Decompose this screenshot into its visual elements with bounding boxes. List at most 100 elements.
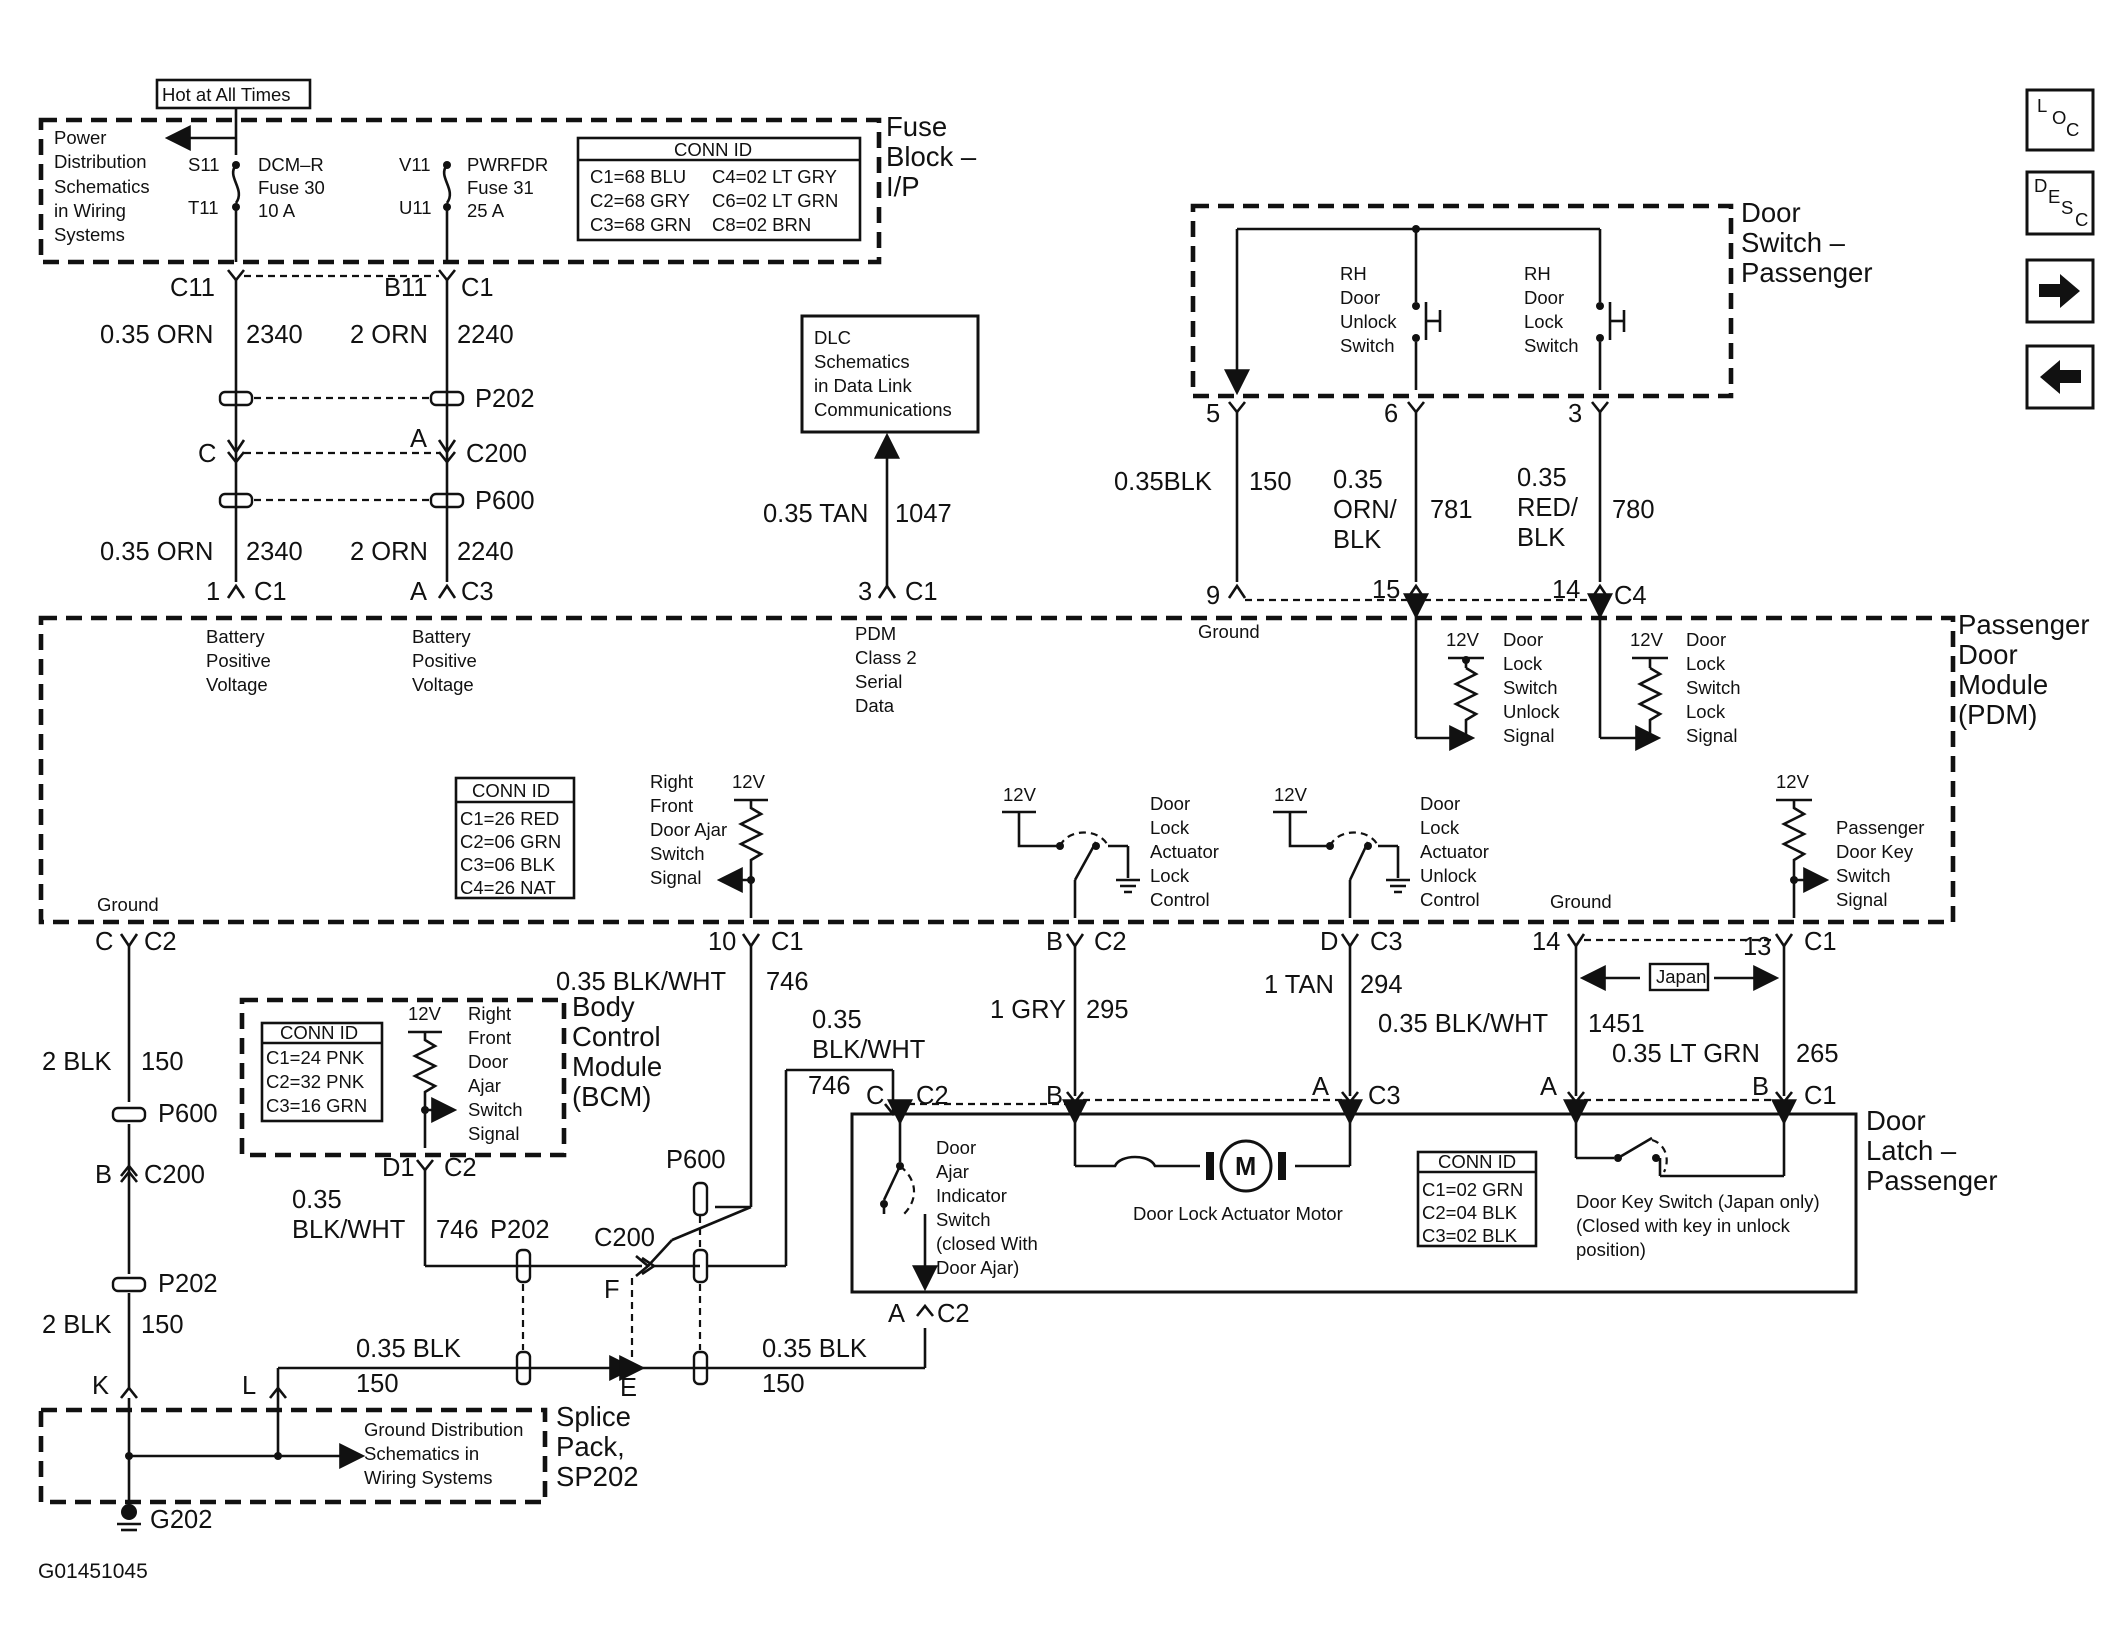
svg-text:C2=32 PNK: C2=32 PNK <box>266 1071 365 1092</box>
svg-text:C1: C1 <box>905 578 938 606</box>
hot-at-all-times-label: Hot at All Times <box>162 84 291 105</box>
svg-text:Module: Module <box>572 1051 662 1082</box>
svg-text:O: O <box>2052 107 2066 128</box>
svg-text:D: D <box>2034 175 2047 196</box>
svg-text:Door: Door <box>1420 793 1460 814</box>
svg-text:Body: Body <box>572 991 635 1022</box>
svg-text:C: C <box>2075 209 2088 230</box>
svg-text:RED/: RED/ <box>1517 494 1579 522</box>
svg-text:Ground: Ground <box>1550 891 1612 912</box>
svg-text:295: 295 <box>1086 996 1129 1024</box>
bcm-and-wire-746: 10 C1 0.35 BLK/WHT 746 Body Control Modu… <box>239 928 925 1360</box>
svg-text:780: 780 <box>1612 496 1655 524</box>
svg-text:C1: C1 <box>1804 928 1837 956</box>
svg-text:C2: C2 <box>1094 928 1127 956</box>
svg-text:C200: C200 <box>466 440 527 468</box>
svg-text:Control: Control <box>1150 889 1210 910</box>
svg-text:Schematics: Schematics <box>814 351 910 372</box>
svg-text:Ajar: Ajar <box>468 1075 501 1096</box>
svg-text:Schematics in: Schematics in <box>364 1443 479 1464</box>
svg-text:L: L <box>242 1372 256 1400</box>
svg-text:Switch: Switch <box>1340 335 1395 356</box>
svg-text:0.35: 0.35 <box>812 1006 862 1034</box>
svg-text:C8=02 BRN: C8=02 BRN <box>712 214 811 235</box>
svg-text:ORN/: ORN/ <box>1333 496 1398 524</box>
svg-text:781: 781 <box>1430 496 1473 524</box>
svg-text:2240: 2240 <box>457 321 514 349</box>
svg-text:Japan: Japan <box>1656 966 1706 987</box>
svg-text:Voltage: Voltage <box>412 674 474 695</box>
svg-text:Voltage: Voltage <box>206 674 268 695</box>
svg-text:A: A <box>410 578 427 606</box>
svg-text:Splice: Splice <box>556 1401 631 1432</box>
svg-text:746: 746 <box>766 968 809 996</box>
svg-text:DLC: DLC <box>814 327 851 348</box>
door-switch-passenger: Door Switch – Passenger RH Door Unlock S… <box>1114 197 1872 610</box>
svg-text:U11: U11 <box>399 197 432 218</box>
svg-text:C3=06 BLK: C3=06 BLK <box>460 854 556 875</box>
svg-text:Door Ajar): Door Ajar) <box>936 1257 1019 1278</box>
svg-text:S11: S11 <box>188 154 220 175</box>
svg-text:294: 294 <box>1360 971 1403 999</box>
svg-text:Signal: Signal <box>1836 889 1887 910</box>
svg-text:CONN ID: CONN ID <box>1438 1151 1516 1172</box>
svg-text:C2: C2 <box>144 928 177 956</box>
svg-text:DCM–R: DCM–R <box>258 154 324 175</box>
passenger-door-module: Passenger Door Module (PDM) Battery Posi… <box>38 593 2089 925</box>
svg-text:C: C <box>95 928 113 956</box>
svg-text:Schematics: Schematics <box>54 176 150 197</box>
desc-button[interactable]: D E S C <box>2025 170 2095 236</box>
svg-text:12V: 12V <box>1630 629 1664 650</box>
svg-text:C3=68 GRN: C3=68 GRN <box>590 214 691 235</box>
ground-150-wires: 0.35 BLK 150 E 0.35 BLK 150 Splice Pack,… <box>38 1328 927 1583</box>
svg-text:K: K <box>92 1372 109 1400</box>
svg-text:Latch –: Latch – <box>1866 1135 1957 1166</box>
svg-text:Module: Module <box>1958 669 2048 700</box>
svg-text:Signal: Signal <box>1686 725 1737 746</box>
left-supply-wires: C11 B11 C1 0.35 ORN 2340 2 ORN 2240 P202… <box>100 269 535 606</box>
dlc-reference: DLC Schematics in Data Link Communicatio… <box>763 314 980 606</box>
svg-text:25 A: 25 A <box>467 200 505 221</box>
svg-text:C: C <box>198 440 216 468</box>
svg-text:C1: C1 <box>254 578 287 606</box>
svg-text:13: 13 <box>1743 933 1771 961</box>
svg-text:Data: Data <box>855 695 895 716</box>
svg-text:Signal: Signal <box>650 867 701 888</box>
next-button[interactable] <box>2025 258 2095 324</box>
svg-text:150: 150 <box>356 1370 399 1398</box>
svg-text:C1=68 BLU: C1=68 BLU <box>590 166 686 187</box>
svg-text:CONN ID: CONN ID <box>280 1022 358 1043</box>
svg-text:0.35 ORN: 0.35 ORN <box>100 321 213 349</box>
motor-icon: M <box>1206 1139 1286 1193</box>
svg-text:Actuator: Actuator <box>1150 841 1219 862</box>
svg-text:2 BLK: 2 BLK <box>42 1048 111 1076</box>
svg-text:Lock: Lock <box>1503 653 1543 674</box>
svg-text:150: 150 <box>141 1311 184 1339</box>
svg-text:10 A: 10 A <box>258 200 296 221</box>
svg-text:5: 5 <box>1206 400 1220 428</box>
svg-text:12V: 12V <box>1003 784 1037 805</box>
svg-text:B: B <box>95 1161 112 1189</box>
svg-text:P600: P600 <box>158 1100 218 1128</box>
loc-button[interactable]: L O C <box>2025 88 2095 152</box>
svg-text:C6=02 LT GRN: C6=02 LT GRN <box>712 190 838 211</box>
svg-text:PWRFDR: PWRFDR <box>467 154 548 175</box>
svg-text:0.35 BLK: 0.35 BLK <box>356 1335 461 1363</box>
svg-text:0.35BLK: 0.35BLK <box>1114 468 1212 496</box>
svg-text:Front: Front <box>650 795 693 816</box>
svg-text:P202: P202 <box>158 1270 218 1298</box>
svg-text:RH: RH <box>1340 263 1367 284</box>
pdm-conn-id: CONN ID C1=26 RED C2=06 GRN C3=06 BLK C4… <box>454 776 576 900</box>
svg-text:Fuse 31: Fuse 31 <box>467 177 534 198</box>
svg-text:Passenger: Passenger <box>1958 609 2089 640</box>
svg-text:A: A <box>888 1300 905 1328</box>
svg-text:C200: C200 <box>594 1224 655 1252</box>
svg-text:10: 10 <box>708 928 736 956</box>
svg-text:12V: 12V <box>732 771 766 792</box>
svg-text:(BCM): (BCM) <box>572 1081 651 1112</box>
fuse-block-title-3: I/P <box>886 171 920 202</box>
svg-text:D: D <box>1320 928 1338 956</box>
svg-text:0.35 ORN: 0.35 ORN <box>100 538 213 566</box>
previous-button[interactable] <box>2025 344 2095 410</box>
